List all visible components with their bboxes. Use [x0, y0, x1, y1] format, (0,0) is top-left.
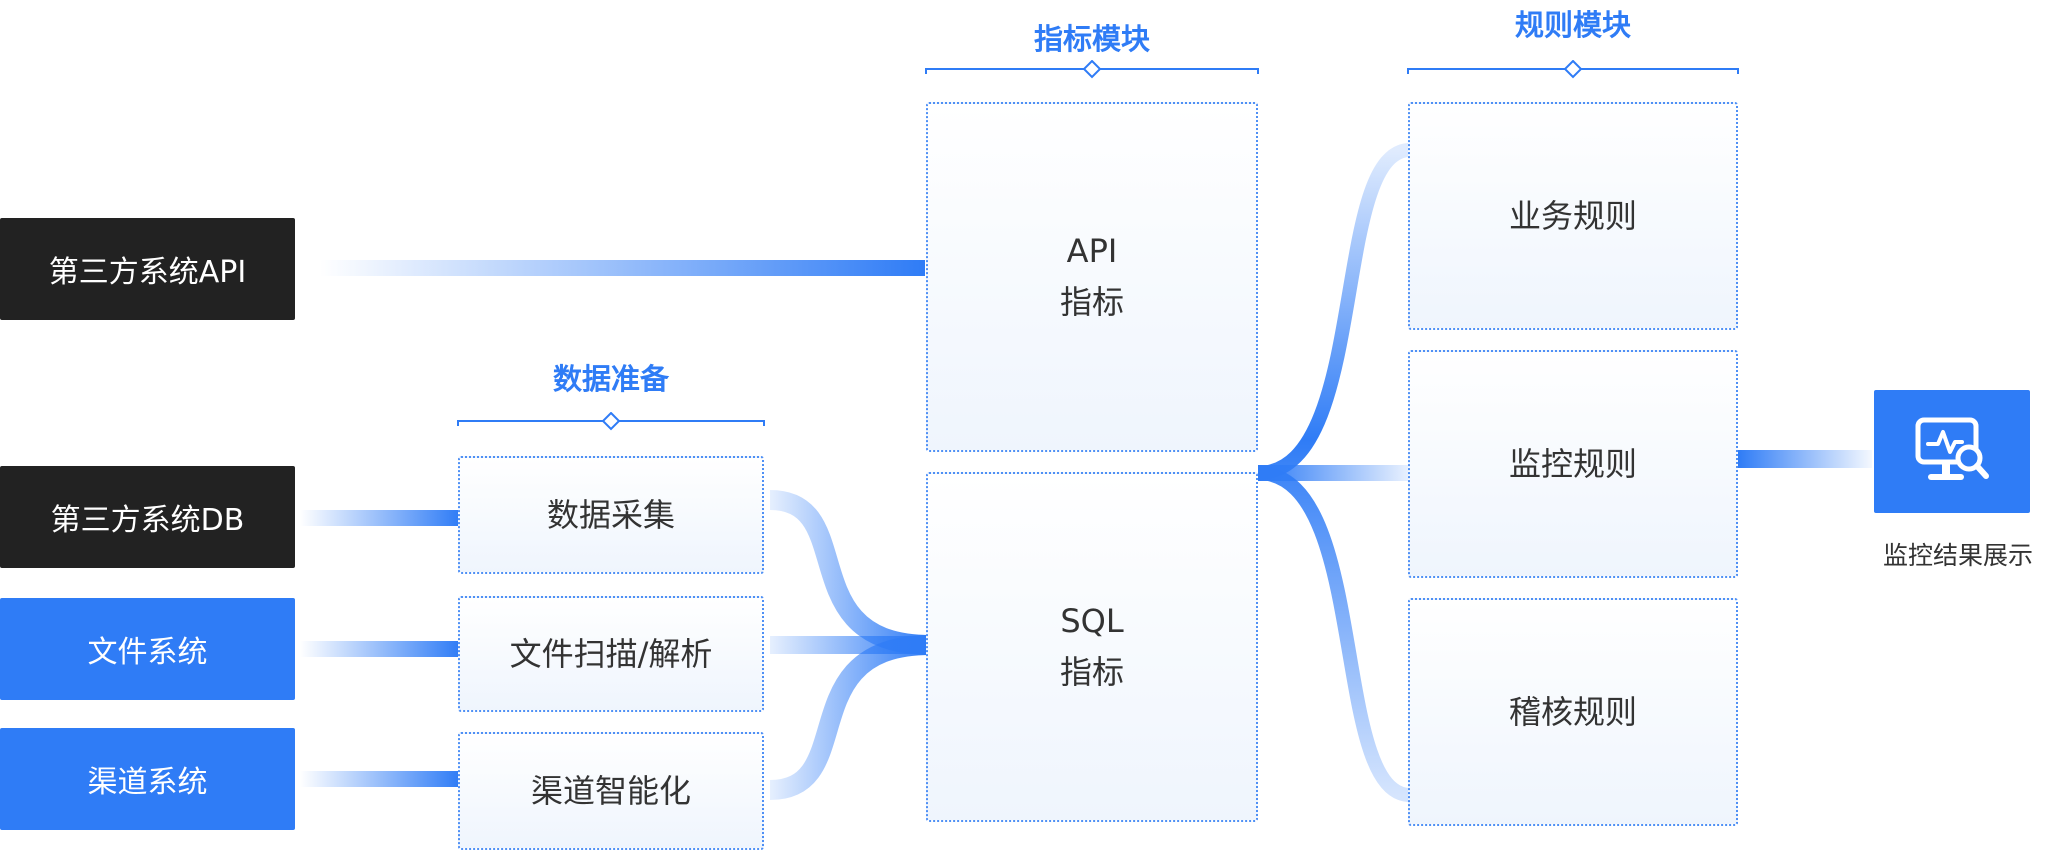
- rules-bracket: [1407, 60, 1739, 79]
- rule-monitoring: 监控规则: [1408, 350, 1738, 578]
- rules-title: 规则模块: [1514, 8, 1631, 42]
- monitor-result-label: 监控结果展示: [1882, 541, 2033, 570]
- rule-monitoring-label: 监控规则: [1508, 444, 1637, 483]
- file-connector: [300, 641, 460, 657]
- prep-merge-bottom: [769, 635, 931, 800]
- metric-sql: SQL 指标: [926, 472, 1258, 822]
- channel-connector: [300, 771, 460, 787]
- step-channel-intelligence: 渠道智能化: [458, 732, 764, 850]
- metrics-bracket: [925, 60, 1259, 79]
- metric-sql-line2: 指标: [1059, 653, 1124, 691]
- rules-branch-top: [1257, 143, 1412, 480]
- data-prep-title: 数据准备: [552, 362, 669, 396]
- step-data-collection: 数据采集: [458, 456, 764, 574]
- metric-api-line2: 指标: [1059, 283, 1124, 321]
- metric-api: API 指标: [926, 102, 1258, 452]
- monitor-result-tile: [1874, 390, 2030, 513]
- source-channel-system: 渠道系统: [0, 728, 295, 830]
- api-connector: [320, 260, 925, 276]
- rule-business-label: 业务规则: [1508, 196, 1637, 235]
- source-file-system: 文件系统: [0, 598, 295, 700]
- step-file-scan-parse-label: 文件扫描/解析: [509, 634, 713, 673]
- step-data-collection-label: 数据采集: [546, 495, 675, 534]
- rules-branch-bottom: [1257, 466, 1412, 802]
- output-connector: [1738, 450, 1872, 468]
- rule-audit: 稽核规则: [1408, 598, 1738, 826]
- metrics-title: 指标模块: [1033, 22, 1150, 56]
- rule-business: 业务规则: [1408, 102, 1738, 330]
- monitor-search-icon: [1915, 417, 1989, 480]
- source-third-party-db: 第三方系统DB: [0, 466, 295, 568]
- metric-api-line1: API: [1066, 232, 1118, 270]
- db-connector: [300, 510, 460, 526]
- step-channel-intelligence-label: 渠道智能化: [530, 771, 691, 810]
- source-third-party-api: 第三方系统API: [0, 218, 295, 320]
- rules-branch-middle: [1258, 465, 1410, 481]
- data-prep-bracket: [457, 412, 765, 431]
- prep-merge-top: [769, 490, 931, 655]
- step-file-scan-parse: 文件扫描/解析: [458, 596, 764, 712]
- metric-sql-line1: SQL: [1060, 602, 1124, 640]
- rule-audit-label: 稽核规则: [1508, 692, 1637, 731]
